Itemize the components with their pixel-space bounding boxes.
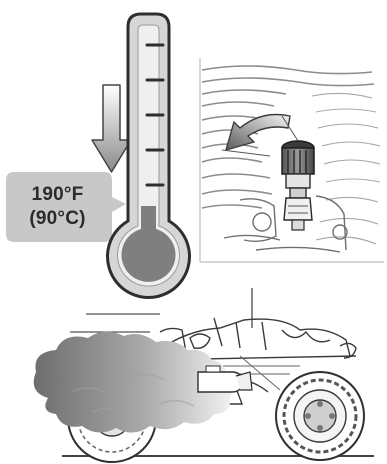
temperature-celsius: (90°C) — [29, 207, 85, 231]
down-arrow-icon — [92, 85, 131, 172]
engine-closeup-illustration — [200, 58, 384, 262]
needle-knob-icon — [282, 141, 314, 230]
temperature-label: 190°F (90°C) — [6, 172, 109, 242]
rc-monster-truck-illustration — [34, 288, 374, 462]
temperature-fahrenheit: 190°F — [32, 183, 84, 207]
turn-arrow-icon — [226, 115, 290, 151]
